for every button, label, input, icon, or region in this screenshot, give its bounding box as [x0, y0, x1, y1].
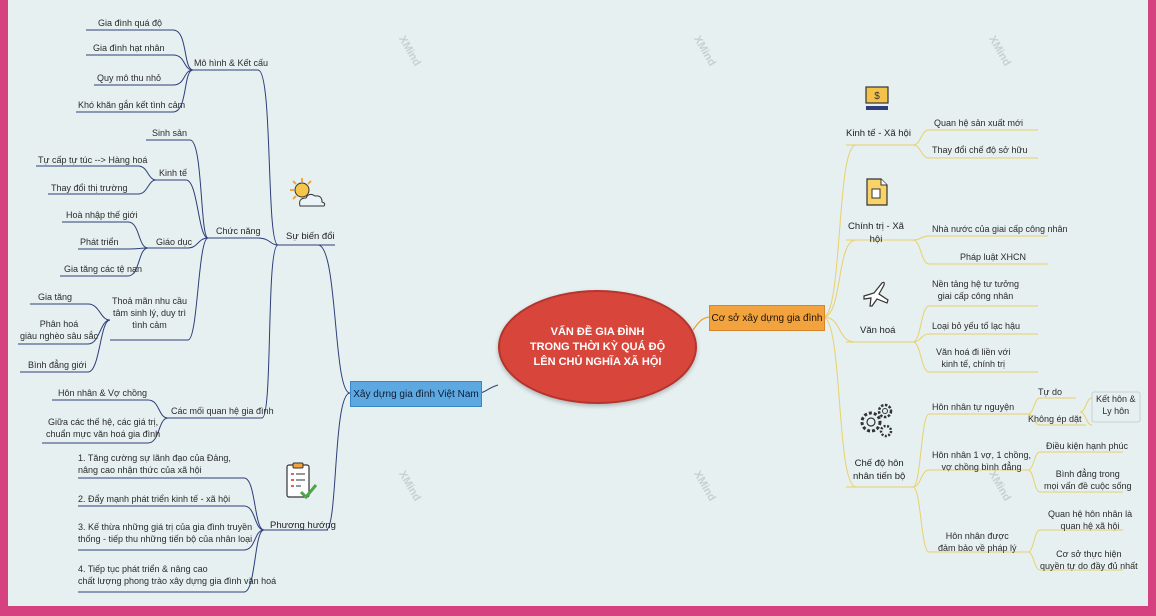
- leaf[interactable]: Gia tăng các tệ nạn: [64, 264, 143, 274]
- topic-phuong-huong[interactable]: Phương hướng: [270, 520, 336, 531]
- label-line: Thoả mãn nhu cầu: [112, 296, 188, 306]
- topic-kinh-te-xa-hoi[interactable]: Kinh tế - Xã hội: [846, 128, 911, 139]
- money-icon: $: [865, 86, 889, 110]
- topic-thoa-man[interactable]: Thoả mãn nhu cầu tâm sinh lý, duy trì tì…: [112, 295, 187, 331]
- leaf[interactable]: Thay đổi thị trường: [51, 183, 128, 193]
- root-topic[interactable]: VẤN ĐỀ GIA ĐÌNH TRONG THỜI KỲ QUÁ ĐỘ LÊN…: [498, 290, 697, 404]
- airplane-icon: [863, 281, 889, 307]
- connector-lines: [18, 29, 1141, 593]
- leaf[interactable]: Hoà nhập thế giới: [66, 210, 138, 220]
- topic-che-do-hon-nhan[interactable]: Chế độ hôn nhân tiến bộ: [853, 458, 906, 482]
- root-title-line: VẤN ĐỀ GIA ĐÌNH: [550, 325, 645, 338]
- leaf[interactable]: Điều kiện hạnh phúc: [1046, 441, 1129, 451]
- leaf[interactable]: Cơ sở thực hiện quyền tự do đầy đủ nhất: [1040, 549, 1138, 571]
- topic-mo-hinh[interactable]: Mô hình & Kết cấu: [194, 58, 269, 68]
- leaf[interactable]: Phân hoá giàu nghèo sâu sắc: [20, 319, 99, 341]
- leaf[interactable]: Giữa các thế hệ, các giá trị, chuẩn mực …: [46, 417, 161, 439]
- topic-phap-ly[interactable]: Hôn nhân được đảm bảo về pháp lý: [938, 531, 1017, 553]
- leaf[interactable]: Nền tảng hệ tư tưởng giai cấp công nhân: [932, 279, 1020, 301]
- leaf[interactable]: 1. Tăng cường sự lãnh đạo của Đảng, nâng…: [78, 453, 231, 475]
- leaf[interactable]: Quy mô thu nhỏ: [97, 73, 162, 83]
- mindmap-canvas: XMind XMind XMind XMind XMind XMind VẤN …: [8, 0, 1148, 606]
- left-main-topic[interactable]: Xây dựng gia đình Việt Nam: [350, 381, 482, 407]
- leaf[interactable]: Không ép dặt: [1028, 414, 1082, 424]
- leaf[interactable]: Nhà nước của giai cấp công nhân: [932, 224, 1068, 234]
- leaf[interactable]: Gia đình quá độ: [98, 18, 163, 28]
- leaf[interactable]: Quan hệ hôn nhân là quan hệ xã hội: [1048, 509, 1133, 531]
- topic-tu-nguyen[interactable]: Hôn nhân tự nguyện: [932, 402, 1015, 412]
- document-icon: [866, 178, 888, 206]
- leaf[interactable]: Loại bỏ yếu tố lạc hậu: [932, 321, 1021, 331]
- root-title-line: TRONG THỜI KỲ QUÁ ĐỘ: [529, 340, 666, 353]
- leaf[interactable]: 4. Tiếp tục phát triển & nâng cao chất l…: [78, 564, 277, 586]
- right-main-topic[interactable]: Cơ sở xây dựng gia đình: [709, 305, 825, 331]
- leaf[interactable]: Pháp luật XHCN: [960, 252, 1027, 262]
- checklist-icon: [286, 462, 318, 500]
- label-line: tâm sinh lý, duy trì: [113, 308, 187, 318]
- root-title-line: LÊN CHỦ NGHĨA XÃ HỘI: [533, 355, 662, 368]
- bottom-frame: [0, 606, 1156, 616]
- label-line: tình cảm: [132, 320, 167, 330]
- svg-text:$: $: [874, 91, 880, 102]
- leaf[interactable]: Quan hệ sản xuất mới: [934, 118, 1023, 128]
- leaf[interactable]: 3. Kế thừa những giá trị của gia đình tr…: [78, 522, 253, 544]
- leaf[interactable]: Phát triển: [80, 237, 119, 247]
- leaf[interactable]: Tự do: [1038, 387, 1063, 397]
- leaf[interactable]: Gia đình hạt nhân: [93, 43, 165, 53]
- leaf[interactable]: Kết hôn & Ly hôn: [1096, 394, 1136, 416]
- leaf[interactable]: Bình đẳng giới: [28, 360, 87, 370]
- leaf[interactable]: Khó khăn gắn kết tình cảm: [78, 100, 186, 110]
- topic-su-bien-doi[interactable]: Sự biến đổi: [286, 231, 335, 242]
- leaf[interactable]: Thay đổi chế độ sở hữu: [932, 145, 1028, 155]
- topic-chuc-nang[interactable]: Chức năng: [216, 226, 261, 236]
- topic-giao-duc[interactable]: Giáo dục: [156, 237, 193, 247]
- topic-mot-vo-mot-chong[interactable]: Hôn nhân 1 vợ, 1 chồng, vợ chồng bình đẳ…: [932, 450, 1031, 472]
- leaf[interactable]: Văn hoá đi liền với kinh tế, chính trị: [936, 347, 1011, 369]
- leaf[interactable]: Hôn nhân & Vợ chồng: [58, 388, 147, 398]
- gears-icon: [860, 403, 893, 438]
- topic-van-hoa[interactable]: Văn hoá: [860, 325, 896, 336]
- topic-quan-he[interactable]: Các mối quan hệ gia đình: [171, 406, 274, 416]
- sun-cloud-icon: [290, 178, 326, 207]
- leaf[interactable]: Bình đẳng trong mọi vấn đề cuộc sống: [1044, 469, 1132, 491]
- leaf[interactable]: Sinh sản: [152, 128, 188, 138]
- topic-kinh-te[interactable]: Kinh tế: [159, 168, 188, 178]
- leaf[interactable]: 2. Đẩy mạnh phát triển kinh tế - xã hội: [78, 494, 231, 504]
- leaf[interactable]: Gia tăng: [38, 292, 73, 302]
- leaf[interactable]: Tự cấp tự túc --> Hàng hoá: [38, 155, 148, 165]
- topic-chinh-tri[interactable]: Chính trị - Xã hội: [848, 221, 904, 245]
